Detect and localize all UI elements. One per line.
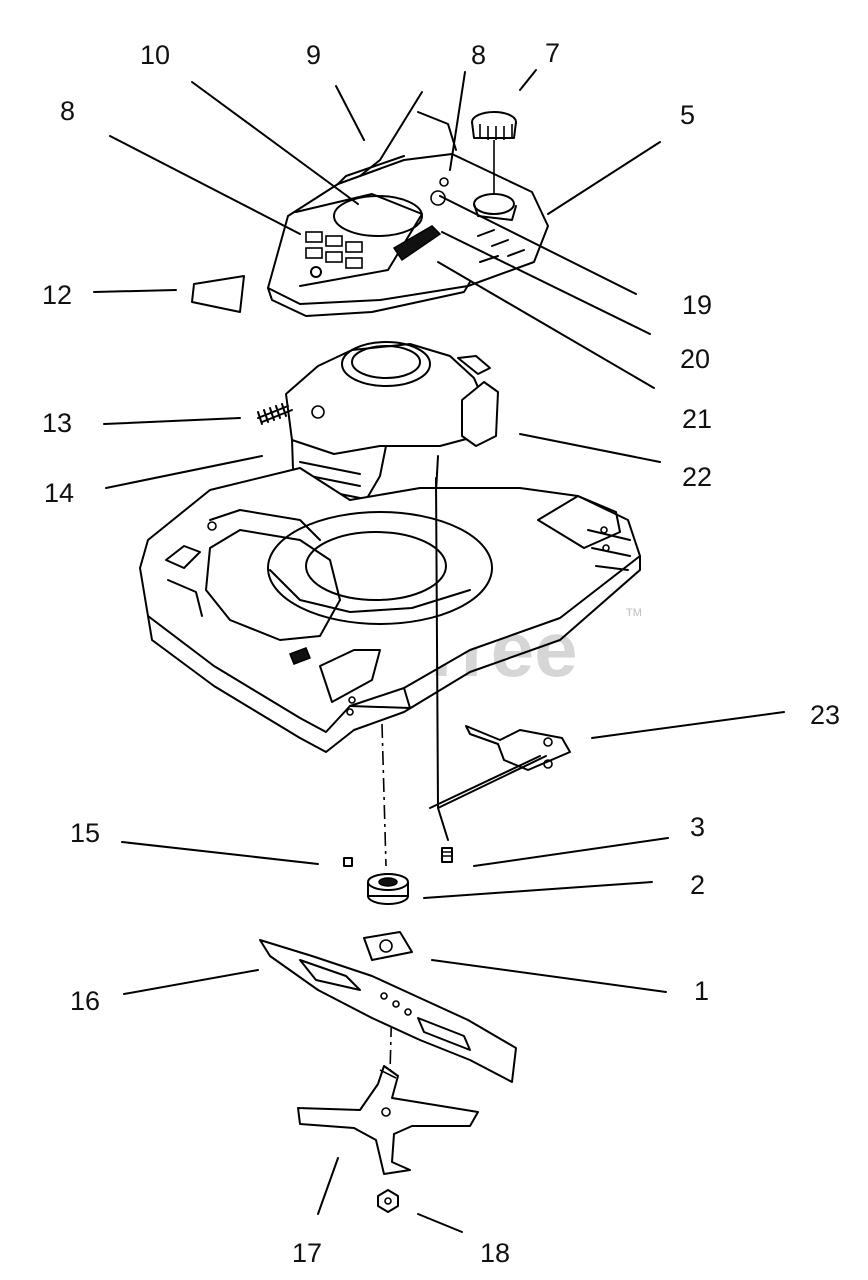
callout-21: 21: [682, 404, 712, 434]
callout-16: 16: [70, 986, 100, 1016]
mower-deck: [139, 467, 641, 753]
callout-10: 10: [140, 40, 170, 70]
blade-nut: [377, 1189, 399, 1213]
callout-23: 23: [810, 700, 840, 730]
key: [343, 857, 353, 867]
blade-fan: [297, 1065, 479, 1175]
callout-19: 19: [682, 290, 712, 320]
fuel-cap: [471, 111, 517, 194]
callout-22: 22: [682, 462, 712, 492]
callout-17: 17: [292, 1238, 322, 1268]
callout-18: 18: [480, 1238, 510, 1268]
bolt-guide-lines: [435, 477, 547, 841]
engine-shroud: [267, 91, 549, 317]
mower-blade: [259, 939, 517, 1083]
center-axis-line: [381, 723, 387, 867]
callout-1: 1: [694, 976, 709, 1006]
blade-adapter: [367, 873, 409, 905]
leader-lines: [93, 69, 785, 1233]
callout-8-top: 8: [471, 40, 486, 70]
callout-12: 12: [42, 280, 72, 310]
callout-3: 3: [690, 812, 705, 842]
callout-8-left: 8: [60, 96, 75, 126]
callout-5: 5: [680, 100, 695, 130]
spring: [257, 403, 293, 425]
stiffener-plate: [363, 931, 413, 961]
callout-labels: 10 9 8 7 5 8 12 19 20 13 21 22 14 23 15 …: [42, 38, 840, 1268]
deflector-plate: [465, 725, 571, 771]
callout-14: 14: [44, 478, 74, 508]
decal-strip: [191, 275, 245, 313]
callout-7: 7: [545, 38, 560, 68]
callout-13: 13: [42, 408, 72, 438]
callout-9: 9: [306, 40, 321, 70]
callout-15: 15: [70, 818, 100, 848]
watermark-trademark: TM: [626, 607, 642, 619]
callout-20: 20: [680, 344, 710, 374]
bolt: [441, 847, 453, 863]
callout-2: 2: [690, 870, 705, 900]
